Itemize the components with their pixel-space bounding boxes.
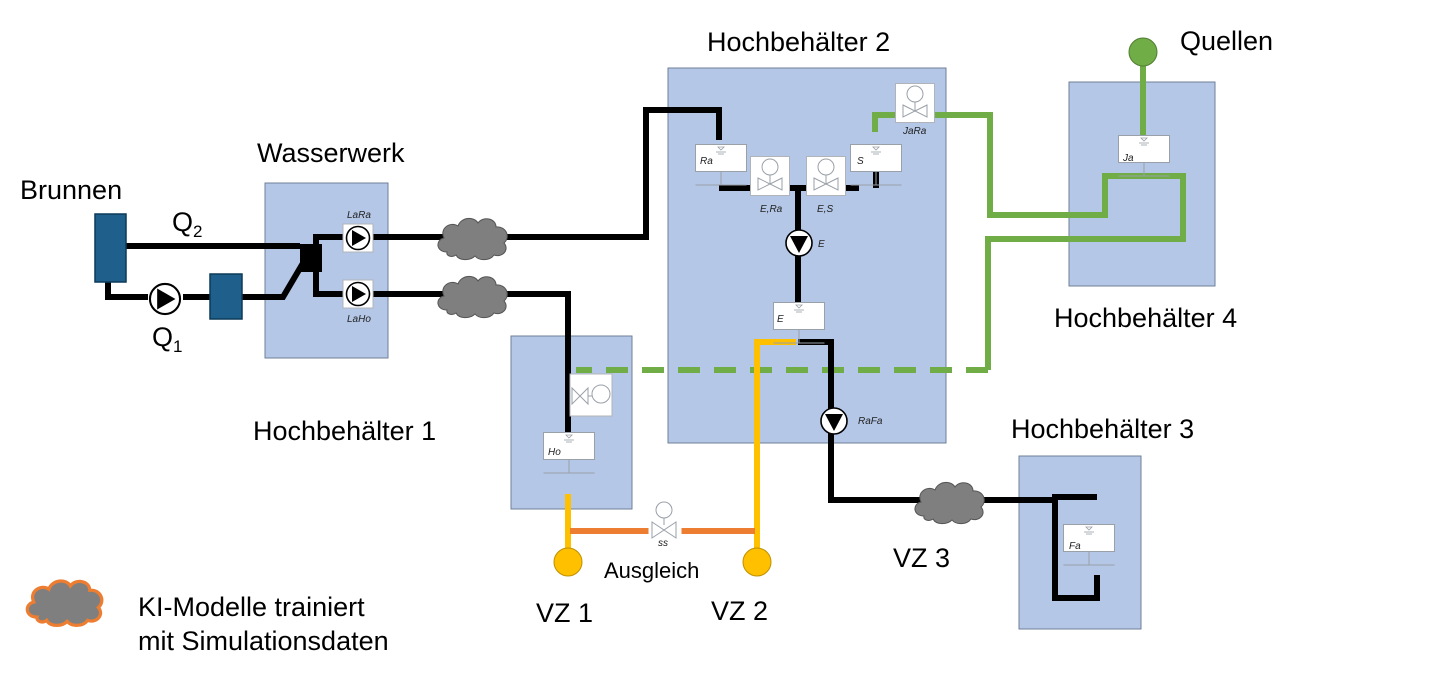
- pipe-fa-loop: [1052, 494, 1100, 601]
- label-ra: Ra: [700, 156, 713, 167]
- label-laho: LaHo: [347, 314, 371, 325]
- label-ausgleich: Ausgleich: [604, 558, 700, 583]
- wasserwerk-box: [264, 182, 389, 359]
- legend-line-2: mit Simulationsdaten: [138, 626, 389, 656]
- valve-era-icon: [750, 156, 790, 196]
- label-q1-main: Q: [152, 322, 174, 352]
- label-e-pump: E: [818, 239, 825, 250]
- label-q2-main: Q: [172, 207, 194, 237]
- label-q1: Q1: [152, 322, 182, 357]
- pump-e-icon: [785, 229, 813, 257]
- label-vz2: VZ 2: [711, 596, 769, 626]
- yellow-pipe-vz2: [754, 339, 796, 548]
- pipe-q1-ww: [242, 256, 309, 300]
- label-lara: LaRa: [347, 210, 371, 221]
- label-q2: Q2: [172, 207, 202, 242]
- label-ja: Ja: [1122, 153, 1134, 164]
- pump-lara-icon: [345, 225, 371, 251]
- label-e-tank: E: [777, 314, 784, 325]
- pipe-ww-bottom: [313, 264, 344, 297]
- pipe-lara-hb2: [372, 107, 722, 240]
- legend-cloud-icon: [25, 579, 104, 628]
- label-q2-sub: 2: [193, 222, 203, 241]
- label-hochbehaelter-3: Hochbehälter 3: [1011, 414, 1195, 444]
- label-hochbehaelter-2: Hochbehälter 2: [707, 27, 891, 57]
- label-wasserwerk: Wasserwerk: [257, 138, 405, 168]
- label-quellen: Quellen: [1180, 26, 1274, 56]
- hochbehaelter-1-box: [510, 335, 633, 510]
- legend-text: KI-Modelle trainiert mit Simulationsdate…: [138, 590, 389, 658]
- label-rafa: RaFa: [858, 416, 883, 427]
- vz2-node: [742, 547, 772, 577]
- hochbehaelter-2-box: [667, 67, 947, 444]
- pump-laho-icon: [345, 281, 371, 307]
- pipe-q1: [105, 282, 148, 300]
- pump-q1-icon: [148, 282, 182, 316]
- label-s: S: [857, 156, 864, 167]
- valve-ausgleich-icon: [648, 497, 682, 547]
- quellen-node: [1128, 37, 1158, 67]
- label-es: E,S: [817, 204, 833, 215]
- ki-cloud-lara: [437, 217, 508, 261]
- junction-block: [300, 244, 322, 272]
- valve-hb1-icon: [571, 384, 611, 406]
- label-hochbehaelter-4: Hochbehälter 4: [1054, 303, 1238, 333]
- label-ausgleich-valve: ss: [658, 538, 668, 549]
- yellow-pipes: [565, 339, 796, 548]
- label-vz3: VZ 3: [893, 543, 951, 573]
- label-ho: Ho: [548, 447, 561, 458]
- label-era: E,Ra: [760, 204, 783, 215]
- label-q1-sub: 1: [173, 337, 183, 356]
- brunnen-well-1: [94, 213, 127, 283]
- pipe-laho-hb1: [372, 291, 571, 432]
- brunnen-well-2: [209, 273, 243, 320]
- ki-cloud-vz3: [914, 481, 985, 525]
- vz1-node: [553, 547, 583, 577]
- label-vz1: VZ 1: [536, 598, 594, 628]
- valve-jara-icon: [895, 83, 935, 123]
- valve-es-icon: [806, 156, 846, 196]
- ki-cloud-laho: [437, 275, 508, 319]
- label-fa: Fa: [1069, 541, 1081, 552]
- pump-rafa-icon: [820, 407, 848, 435]
- label-jara: JaRa: [902, 126, 927, 137]
- label-brunnen: Brunnen: [20, 175, 123, 205]
- legend-line-1: KI-Modelle trainiert: [138, 592, 365, 622]
- label-hochbehaelter-1: Hochbehälter 1: [253, 416, 437, 446]
